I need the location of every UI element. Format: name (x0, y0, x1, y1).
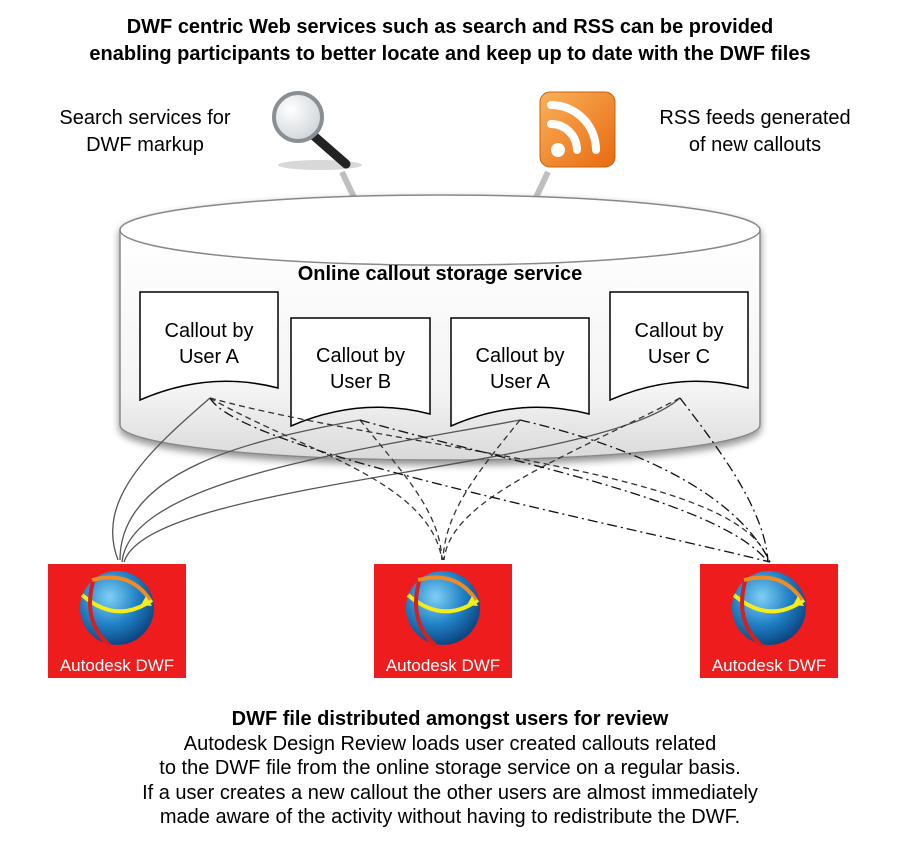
storage-cylinder (119, 194, 761, 461)
callout-text-4: Callout by User C (610, 318, 748, 370)
callout-1-line-1: Callout by (164, 320, 254, 342)
dwf-logo-2 (374, 564, 512, 678)
bottom-line-4: made aware of the activity without havin… (159, 806, 741, 828)
rss-label-line-2: of new callouts (688, 134, 822, 156)
bottom-line-3: If a user creates a new callout the othe… (142, 781, 758, 804)
sync-lines-dashdot (209, 397, 771, 563)
dwf-logo-3 (700, 564, 838, 678)
magnifier-icon (272, 91, 362, 170)
bottom-title: DWF file distributed amongst users for r… (231, 708, 669, 730)
bottom-line-2: to the DWF file from the online storage … (159, 757, 741, 779)
callout-doc-2 (290, 317, 431, 428)
dwf-logo-1 (48, 564, 186, 678)
rss-icon (539, 91, 616, 168)
bottom-description: DWF file distributed amongst users for r… (0, 707, 900, 830)
page-title: DWF centric Web services such as search … (0, 14, 900, 68)
callout-4-line-2: User C (647, 346, 711, 368)
title-line-2: enabling participants to better locate a… (89, 43, 811, 65)
callout-4-line-1: Callout by (634, 320, 724, 342)
callout-doc-1 (139, 291, 279, 402)
dwf-label-3: Autodesk DWF (711, 656, 827, 675)
search-label-line-1: Search services for (59, 107, 231, 129)
callout-text-2: Callout by User B (291, 343, 430, 395)
search-label-line-2: DWF markup (86, 134, 204, 156)
callout-doc-4 (609, 291, 749, 402)
rss-feeds-label: RSS feeds generated of new callouts (630, 105, 880, 159)
bottom-line-1: Autodesk Design Review loads user create… (183, 732, 717, 755)
callout-documents (139, 291, 749, 428)
storage-service-title: Online callout storage service (297, 263, 583, 285)
dwf-label-2: Autodesk DWF (385, 656, 501, 675)
callout-2-line-1: Callout by (316, 345, 405, 367)
callout-2-line-2: User B (329, 371, 392, 393)
callout-text-1: Callout by User A (140, 318, 278, 370)
callout-doc-3 (450, 317, 590, 428)
rss-label-line-1: RSS feeds generated (659, 107, 851, 129)
callout-text-3: Callout by User A (451, 343, 589, 395)
dwf-label-1: Autodesk DWF (59, 656, 175, 675)
search-services-label: Search services for DWF markup (30, 105, 260, 159)
sync-lines-dashed (209, 397, 769, 561)
callout-3-line-1: Callout by (475, 345, 565, 367)
title-line-1: DWF centric Web services such as search … (126, 16, 774, 38)
callout-3-line-2: User A (489, 371, 551, 393)
callout-1-line-2: User A (178, 346, 240, 368)
